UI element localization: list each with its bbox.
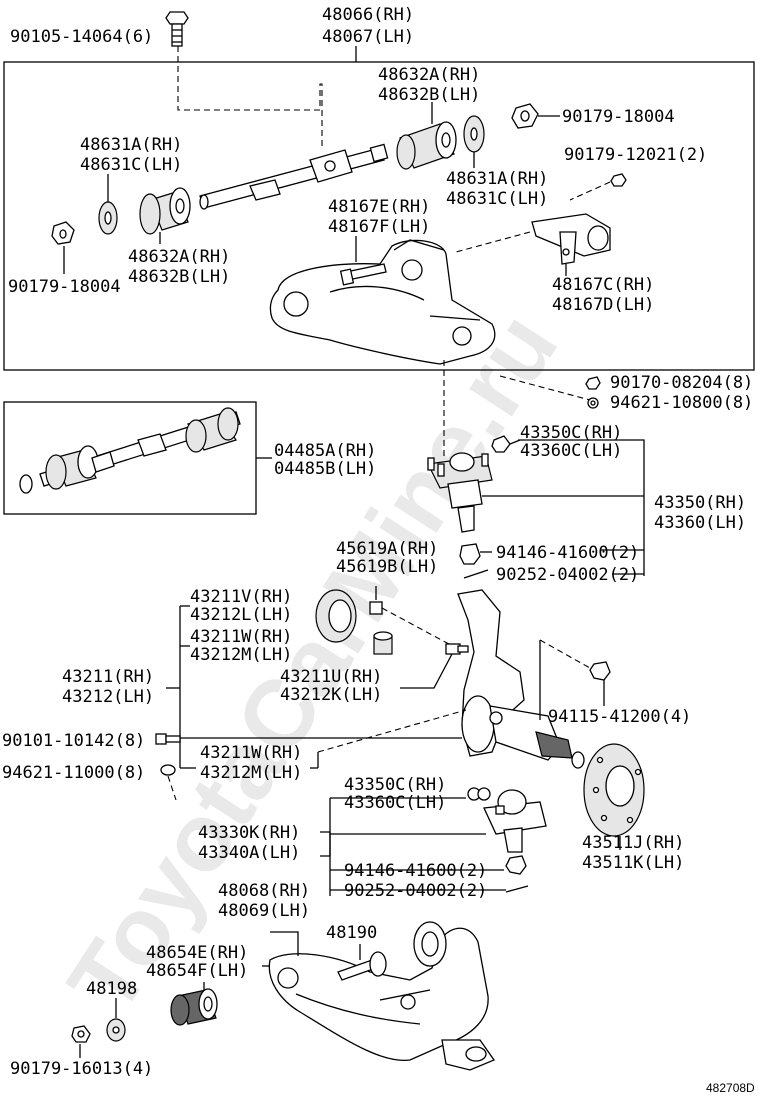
label-45619B: 45619B(LH) (336, 557, 438, 577)
bolt-90105-14064 (165, 11, 189, 47)
lower-ball-joint (483, 789, 547, 853)
label-43212: 43212(LH) (62, 687, 154, 707)
label-48631C-left: 48631C(LH) (80, 155, 182, 175)
washer-94621-11000 (160, 764, 176, 776)
label-94621-10800: 94621-10800(8) (610, 393, 753, 413)
label-90105-14064: 90105-14064(6) (10, 27, 153, 47)
label-48066: 48066(RH) (322, 5, 414, 25)
washer-48631-upper (463, 115, 485, 153)
label-90252-04002-lower: 90252-04002(2) (344, 881, 487, 901)
label-43360C-upper: 43360C(LH) (520, 441, 622, 461)
label-48654E: 48654E(RH) (146, 943, 248, 963)
label-04485B: 04485B(LH) (274, 459, 376, 479)
dust-seal-43211V (315, 589, 357, 643)
washer-94621-10800 (587, 397, 599, 409)
label-90179-18004-right: 90179-18004 (562, 107, 675, 127)
label-43212L: 43212L(LH) (190, 605, 292, 625)
washer-48198 (106, 1018, 126, 1042)
label-48167C: 48167C(RH) (552, 275, 654, 295)
label-43340A: 43340A(LH) (198, 843, 300, 863)
nut-90179-12021 (610, 173, 627, 187)
label-48198: 48198 (86, 979, 137, 999)
nut-90179-18004-right (511, 103, 539, 129)
label-48631C-upper: 48631C(LH) (446, 189, 548, 209)
bolt-43211U (445, 643, 469, 655)
castle-nut-94146-lower (505, 855, 527, 875)
nut-94115-41200 (589, 661, 611, 681)
label-48631A-upper: 48631A(RH) (446, 169, 548, 189)
castle-nut-94146-upper (459, 543, 481, 565)
upper-arm-assembly-box (3, 61, 755, 371)
dust-cover-43511J (583, 743, 645, 837)
nut-hub-small (571, 751, 585, 769)
label-43511J: 43511J(RH) (582, 833, 684, 853)
label-48167E: 48167E(RH) (328, 197, 430, 217)
steering-knuckle (457, 589, 573, 761)
label-43511K: 43511K(LH) (582, 853, 684, 873)
bolt-48167E (339, 263, 387, 286)
nut-90179-18004-left (51, 221, 75, 245)
label-43211V: 43211V(RH) (190, 587, 292, 607)
label-48167F: 48167F(LH) (328, 217, 430, 237)
label-43212K: 43212K(LH) (280, 685, 382, 705)
label-43350: 43350(RH) (654, 493, 746, 513)
nut-43350C-upper (491, 435, 511, 453)
label-48632A-upper: 48632A(RH) (378, 65, 480, 85)
nut-90170-08204 (585, 376, 601, 390)
bushing-48632-upper (396, 121, 457, 170)
label-90179-16013: 90179-16013(4) (10, 1059, 153, 1079)
bushing-48654E (170, 988, 218, 1026)
label-48632A-left: 48632A(RH) (128, 247, 230, 267)
label-94146-41600-lower: 94146-41600(2) (344, 861, 487, 881)
label-48632B-upper: 48632B(LH) (378, 85, 480, 105)
label-04485A: 04485A(RH) (274, 441, 376, 461)
label-43212M-b: 43212M(LH) (200, 763, 302, 783)
label-43350C-upper: 43350C(RH) (520, 423, 622, 443)
label-48068: 48068(RH) (218, 881, 310, 901)
label-48190: 48190 (326, 923, 377, 943)
label-48069: 48069(LH) (218, 901, 310, 921)
label-90179-12021: 90179-12021(2) (564, 145, 707, 165)
label-43211W-a: 43211W(RH) (190, 627, 292, 647)
label-43212M-a: 43212M(LH) (190, 645, 292, 665)
washer-48631-left (98, 201, 118, 235)
diagram-code: 482708D (706, 1081, 755, 1095)
bushing-kit-04485 (19, 407, 241, 494)
upper-arm-shaft (199, 143, 389, 210)
label-43211W-b: 43211W(RH) (200, 743, 302, 763)
bolt-90101-10142 (155, 733, 181, 745)
label-43360: 43360(LH) (654, 513, 746, 533)
label-94146-41600-upper: 94146-41600(2) (496, 543, 639, 563)
bolt-45619 (369, 601, 383, 615)
upper-control-arm (269, 239, 496, 365)
label-90170-08204: 90170-08204(8) (610, 373, 753, 393)
bolt-48190 (337, 951, 387, 981)
bushing-48632-left (139, 187, 191, 235)
spacer-43211W (373, 631, 393, 655)
label-90179-18004-left: 90179-18004 (8, 277, 121, 297)
label-43211U: 43211U(RH) (280, 667, 382, 687)
label-43330K: 43330K(RH) (198, 823, 300, 843)
label-48067: 48067(LH) (322, 27, 414, 47)
cotter-pin-90252-upper (463, 569, 489, 579)
upper-ball-joint (427, 452, 493, 533)
label-43350C-lower: 43350C(RH) (344, 775, 446, 795)
label-48631A-left: 48631A(RH) (80, 135, 182, 155)
label-94115-41200: 94115-41200(4) (548, 707, 691, 727)
label-48654F: 48654F(LH) (146, 961, 248, 981)
label-94621-11000: 94621-11000(8) (2, 763, 145, 783)
cotter-pin-90252-lower (505, 885, 529, 893)
label-90252-04002-upper: 90252-04002(2) (496, 565, 639, 585)
label-43360C-lower: 43360C(LH) (344, 793, 446, 813)
nut-90179-16013 (71, 1025, 91, 1043)
label-45619A: 45619A(RH) (336, 539, 438, 559)
lower-control-arm (268, 921, 495, 1071)
label-48167D: 48167D(LH) (552, 295, 654, 315)
nut-43350C-lower (467, 787, 491, 801)
label-43211: 43211(RH) (62, 667, 154, 687)
label-90101-10142: 90101-10142(8) (2, 731, 145, 751)
bracket-48167C (531, 213, 611, 265)
label-48632B-left: 48632B(LH) (128, 267, 230, 287)
